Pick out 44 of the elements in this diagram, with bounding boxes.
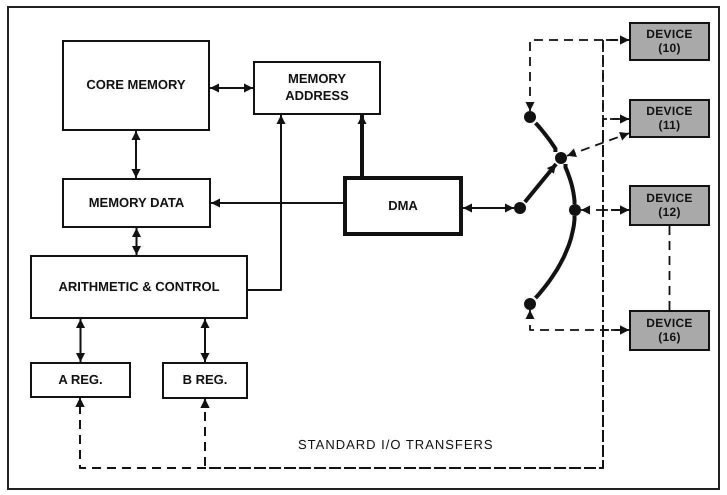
device-label: DEVICE (10) [645,28,694,56]
arrow [200,326,629,469]
arrow [248,115,286,291]
connector-line [534,216,576,300]
arrow [200,319,210,362]
switch-contact [524,111,536,123]
box-label: MEMORY ADDRESS [284,71,350,105]
box-label: B REG. [182,372,228,389]
arrow [566,132,630,157]
switch-contact [555,152,567,164]
switch-contact [514,202,526,214]
device-label: DEVICE (16) [645,316,694,344]
device-box [629,310,710,351]
switch-contact [524,298,536,310]
arrow [132,228,141,255]
connector-line [534,122,558,152]
process-box [343,176,463,236]
device-box [629,99,710,138]
process-box [30,362,131,398]
box-label: DMA [388,198,418,214]
arrow [523,162,558,204]
process-box [30,255,248,319]
device-box [629,22,710,61]
device-label: DEVICE (12) [645,192,694,220]
connector-line [564,164,576,204]
box-label: ARITHMETIC & CONTROL [58,278,220,296]
box-label: MEMORY DATA [88,194,184,212]
process-box [253,61,381,115]
connector-line [668,226,670,310]
process-box [62,40,210,131]
device-label: DEVICE (11) [645,104,694,132]
bus-label: STANDARD I/O TRANSFERS [298,437,494,452]
arrow [211,198,343,208]
process-box [162,362,248,399]
arrow [463,204,514,212]
box-label: A REG. [58,372,103,388]
device-box [629,185,710,226]
arrow [76,319,85,362]
arrow [132,131,140,178]
arrow [210,84,253,92]
box-label: CORE MEMORY [86,77,186,94]
arrow [358,115,366,176]
process-box [62,178,211,228]
switch-contact [569,204,581,216]
